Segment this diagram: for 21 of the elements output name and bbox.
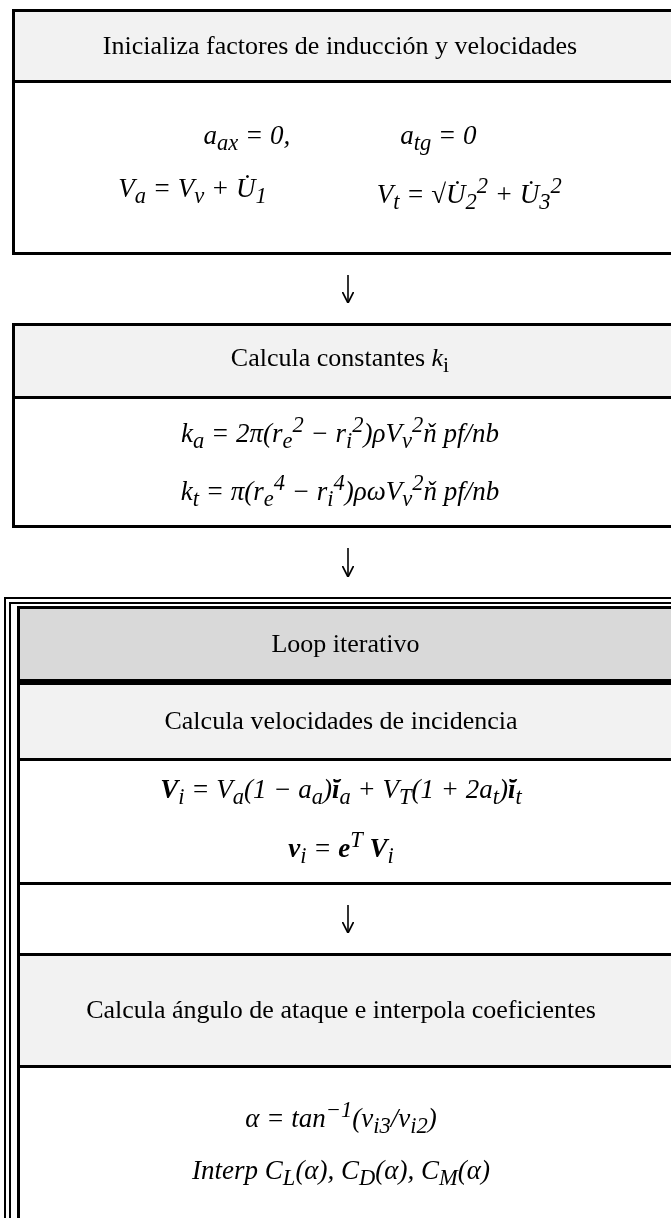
step-heading: Calcula ángulo de ataque e interpola coeficientes [20, 956, 671, 1068]
arrow [341, 274, 355, 304]
formula: Interp C$_{L}$(α), C$_{D}$(α), C$_{M}$(α) [192, 1155, 490, 1192]
formula: k$_{t}$ = π(r$_{e}$$^{4}$ − r$_{i}$$^{4}$)ρωV$_{v}$$^{2}$ň pf/nb [180, 470, 500, 513]
formula: a$_{ax}$ = 0, [203, 120, 291, 157]
step-heading: Calcula velocidades de incidencia [20, 685, 671, 761]
formula: V$_{a}$ = V$_{v}$ + U̇$_{1}$ [118, 172, 267, 210]
step-heading: Calcula constantes k$_{i}$ [15, 326, 671, 399]
formula: α = tan$^{−1}$(v$_{i3}$/v$_{i2}$) [245, 1096, 437, 1139]
arrow [341, 547, 355, 578]
arrow [341, 904, 355, 934]
formula: a$_{tg}$ = 0 [400, 120, 477, 157]
loop-heading: Loop iterativo [17, 606, 671, 682]
formula: V$_{i}$ = V$_{a}$(1 − a$_{a}$)ĭ$_{a}$ + V$_{T}$(1 + 2a$_{t}$)ĭ$_{t}$ [160, 774, 522, 811]
formula: v$_{i}$ = e$^{T}$ V$_{i}$ [288, 826, 394, 869]
process-box [17, 682, 671, 885]
step-heading: Inicializa factores de inducción y velocidades [15, 12, 671, 83]
process-box [12, 9, 671, 255]
formula: k$_{a}$ = 2π(r$_{e}$$^{2}$ − r$_{i}$$^{2}$)ρV$_{v}$$^{2}$ň pf/nb [181, 411, 499, 454]
process-box [12, 323, 671, 528]
loop-frame [4, 597, 671, 1218]
